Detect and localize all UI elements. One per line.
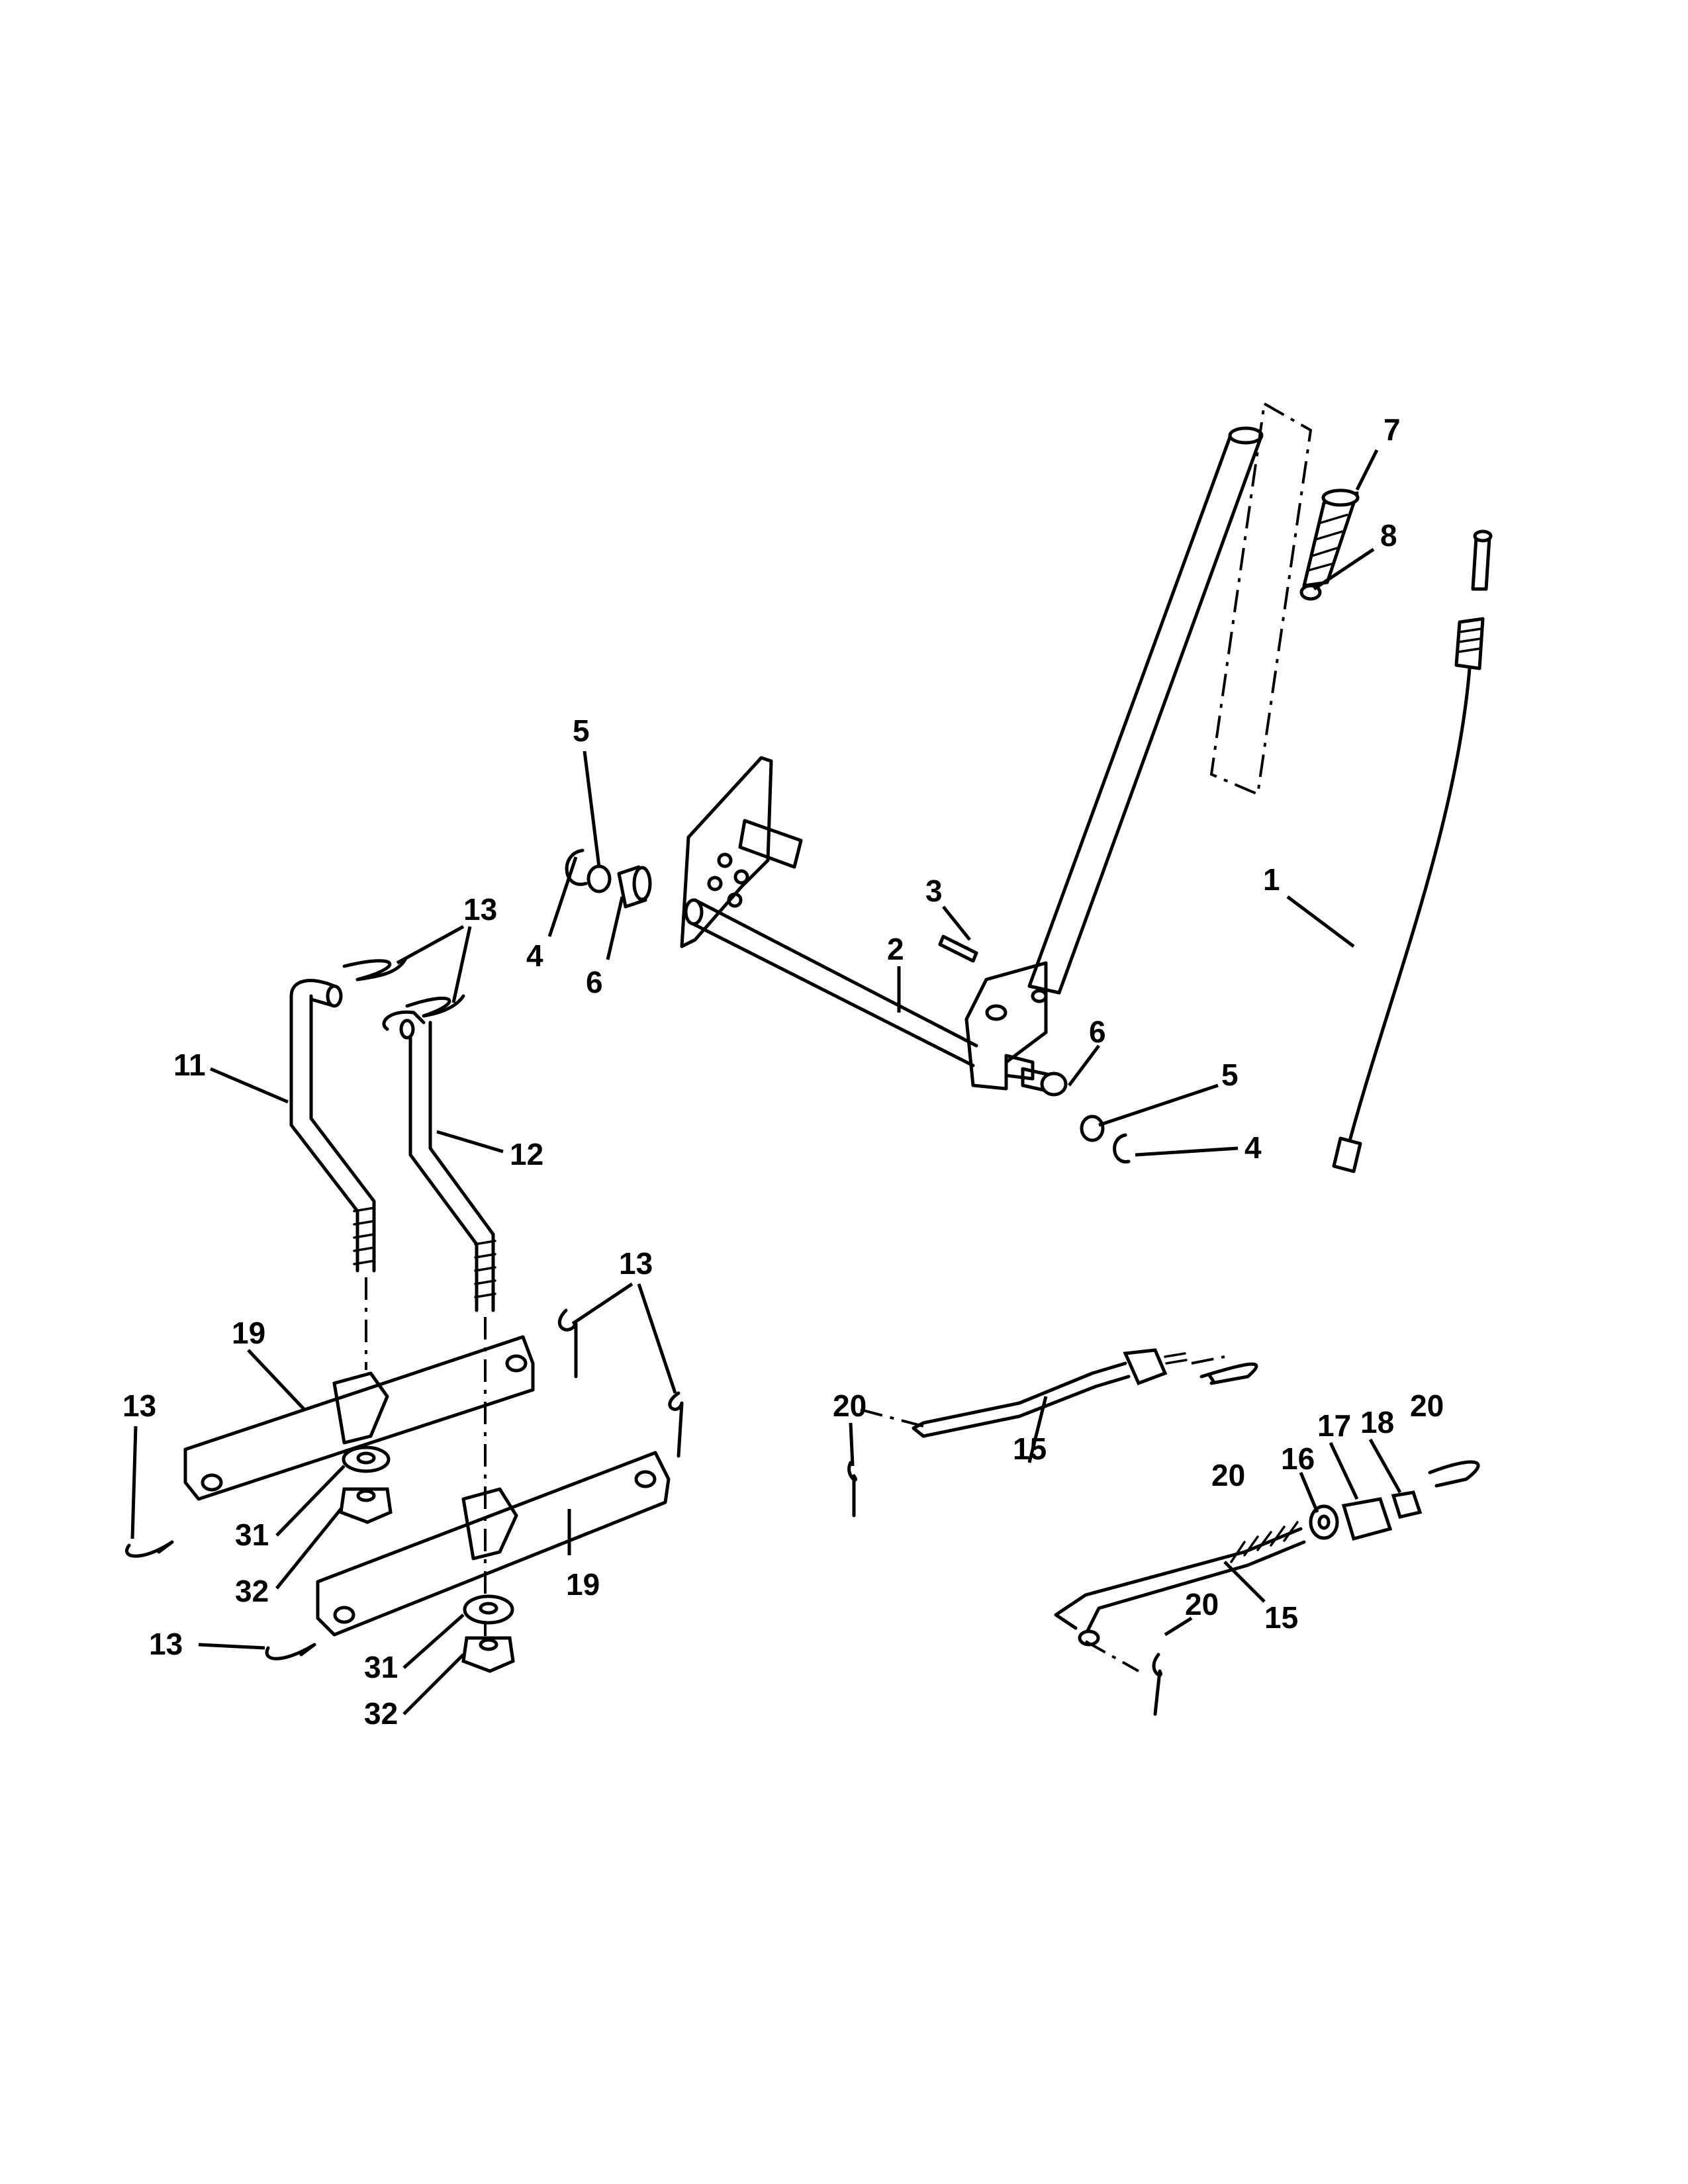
callout-11: 11 <box>173 1048 206 1082</box>
callout-20-a: 20 <box>833 1388 867 1423</box>
callout-31-a: 31 <box>235 1518 269 1552</box>
rod-part-15-upper <box>912 1348 1188 1438</box>
callout-13-bottom: 13 <box>149 1627 183 1661</box>
cotter-pin-part-20-b <box>1199 1362 1258 1385</box>
retainer-clip-part-4-left <box>565 848 588 886</box>
callout-15-lower: 15 <box>1264 1600 1298 1635</box>
callout-labels: 1 2 3 4 4 5 5 6 6 7 8 11 12 13 13 13 13 … <box>122 412 1444 1731</box>
callout-2: 2 <box>887 932 904 966</box>
hitch-pin-part-13-b <box>405 994 465 1018</box>
bushing-part-6-left <box>617 865 652 909</box>
callout-5-right: 5 <box>1221 1058 1239 1092</box>
nut-part-32-b <box>461 1636 515 1673</box>
hitch-pin-part-13-e <box>125 1540 174 1558</box>
callout-18: 18 <box>1360 1405 1394 1439</box>
cotter-pin-part-20-d <box>1152 1653 1162 1716</box>
callout-13-top: 13 <box>463 892 497 927</box>
lift-cable-part-1 <box>1332 529 1493 1173</box>
callout-17: 17 <box>1317 1408 1351 1443</box>
mounting-plate <box>680 756 803 948</box>
lift-handle-part-2 <box>684 426 1264 1091</box>
retainer-clip-part-4-right <box>1113 1133 1131 1163</box>
callout-20-d: 20 <box>1185 1587 1219 1621</box>
callout-32-b: 32 <box>364 1696 398 1731</box>
washer-part-16 <box>1309 1504 1339 1540</box>
callout-13-mid: 13 <box>619 1246 653 1281</box>
handle-grip-part-7 <box>1209 401 1360 796</box>
spacer-part-31-b <box>463 1594 514 1625</box>
lift-link-part-11 <box>289 979 376 1273</box>
nut-part-18 <box>1391 1490 1423 1519</box>
callout-13-left: 13 <box>122 1388 156 1423</box>
bushing-part-6-right <box>1021 1067 1068 1097</box>
washer-part-5-left <box>586 864 612 893</box>
callout-5-left: 5 <box>573 713 590 748</box>
block-part-17 <box>1341 1497 1393 1541</box>
hitch-pin-part-13-a <box>342 958 407 981</box>
callout-31-b: 31 <box>364 1650 398 1684</box>
callout-19-upper: 19 <box>232 1316 265 1350</box>
lift-arm-part-19-upper <box>183 1335 535 1501</box>
callout-6-left: 6 <box>586 965 603 999</box>
lift-link-part-12 <box>382 1010 496 1312</box>
callout-19-lower: 19 <box>566 1567 600 1602</box>
hitch-pin-part-13-d <box>668 1391 684 1458</box>
hitch-pin-part-13-f <box>265 1643 316 1661</box>
spacer-part-31-a <box>342 1445 391 1473</box>
callout-20-c: 20 <box>1410 1388 1444 1423</box>
callout-4-right: 4 <box>1244 1130 1262 1165</box>
callout-6-right: 6 <box>1089 1015 1106 1049</box>
callout-8: 8 <box>1380 518 1397 553</box>
callout-1: 1 <box>1263 862 1280 897</box>
lift-arm-part-19-lower <box>316 1451 671 1637</box>
callout-7: 7 <box>1383 412 1401 447</box>
pin-part-3 <box>938 934 978 963</box>
callout-4-left: 4 <box>526 938 543 973</box>
nut-part-32-a <box>339 1487 393 1524</box>
callout-12: 12 <box>510 1137 543 1171</box>
cotter-pin-part-20-c <box>1428 1460 1480 1488</box>
washer-part-5-right <box>1080 1115 1105 1142</box>
callout-3: 3 <box>925 874 943 908</box>
cotter-pin-part-20-a <box>847 1461 857 1518</box>
callout-16: 16 <box>1281 1441 1315 1476</box>
callout-15-upper: 15 <box>1013 1432 1047 1466</box>
hitch-pin-part-13-c <box>557 1308 578 1379</box>
leader-lines <box>130 449 1402 1715</box>
callout-20-b: 20 <box>1211 1458 1245 1492</box>
callout-32-a: 32 <box>235 1574 269 1608</box>
